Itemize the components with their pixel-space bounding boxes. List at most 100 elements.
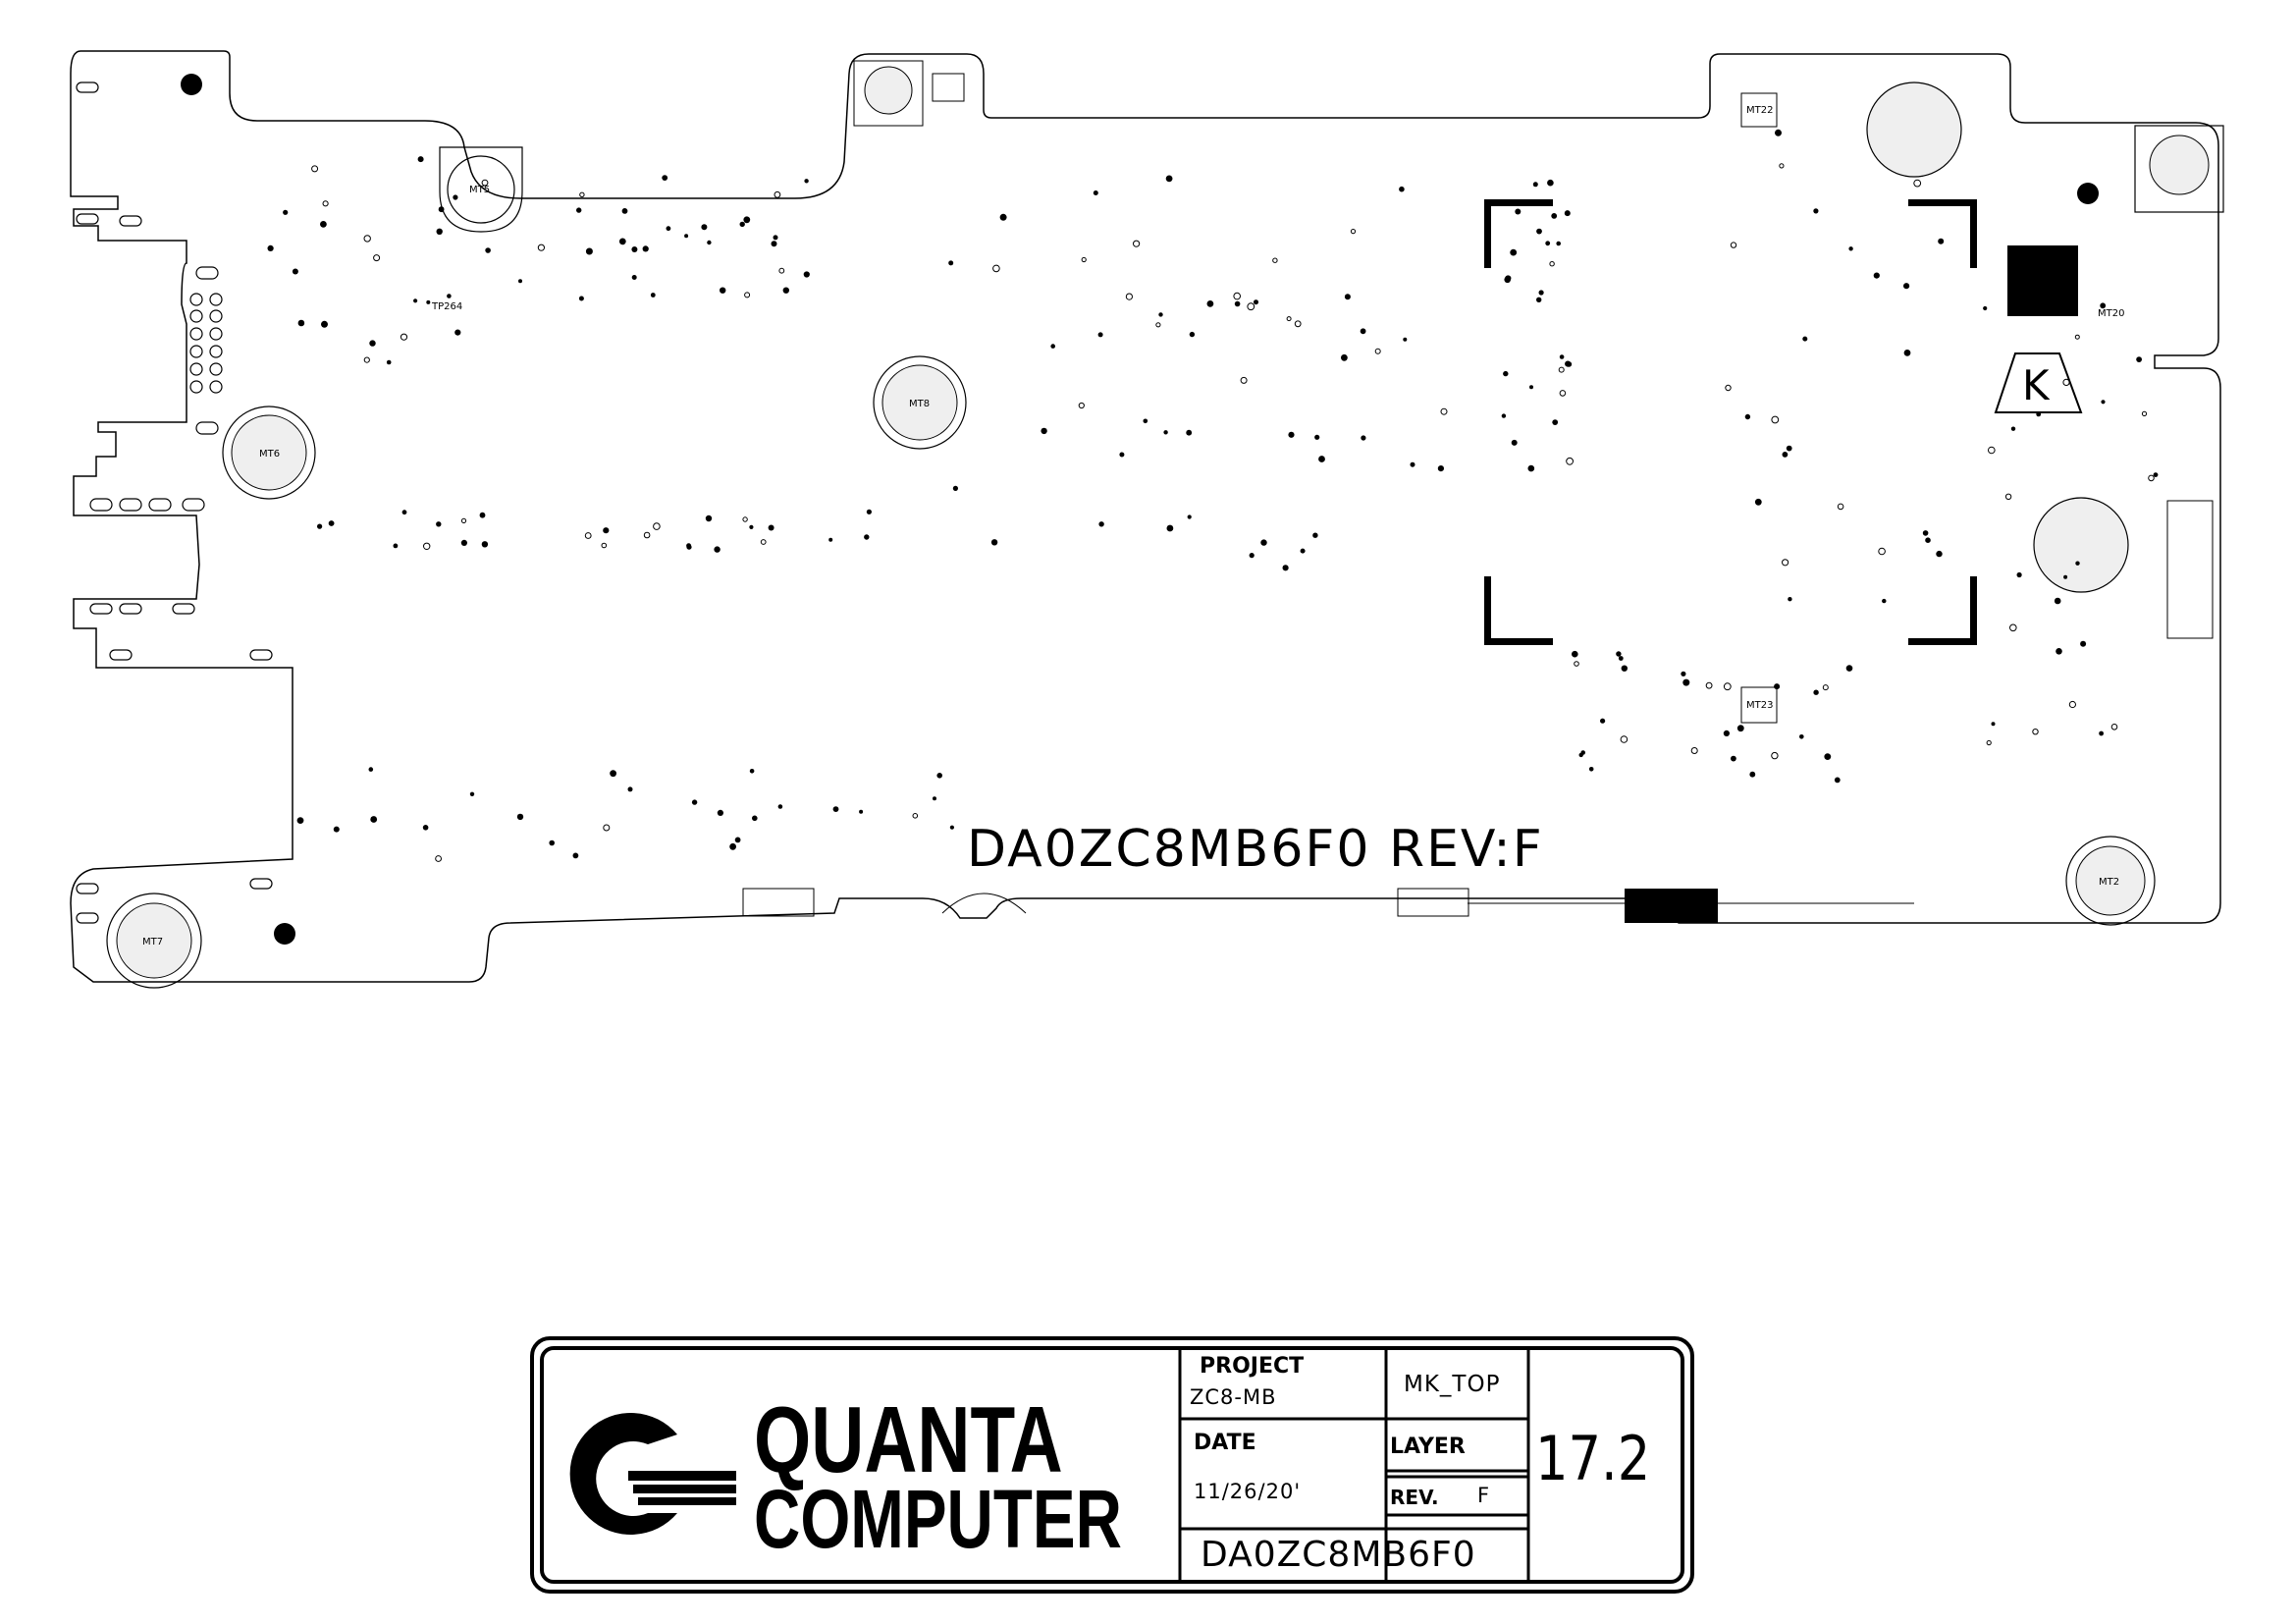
via [705,514,713,522]
via [603,824,611,832]
via [2110,724,2118,731]
via [720,287,726,294]
via [1782,559,1789,567]
via [1440,407,1448,415]
via [1536,297,1542,302]
mt22-pad [1740,92,1778,128]
via [1360,328,1366,335]
via [1786,445,1792,452]
via [1705,681,1713,689]
via [1925,537,1931,543]
via [1621,665,1629,672]
via [1233,292,1241,300]
via [803,271,810,278]
via [1547,179,1554,187]
mount-hole-mt6 [222,406,316,500]
via [1620,735,1629,743]
via [621,208,628,214]
via [684,234,689,239]
via [1564,210,1571,217]
via [1986,739,1992,746]
via [618,238,626,245]
via [1566,361,1573,367]
via [1681,671,1686,677]
rev-label: REV. [1390,1486,1439,1509]
via [771,241,777,247]
via [749,769,755,774]
project-value: ZC8-MB [1190,1385,1277,1409]
via [436,228,443,235]
via [760,539,767,545]
via [417,156,424,163]
via [1344,294,1351,300]
via [2032,729,2039,735]
via [603,527,610,534]
via [1723,682,1732,691]
via [2068,700,2076,709]
via [1361,435,1366,441]
via [393,543,399,549]
via [1837,503,1844,511]
via [1754,498,1762,506]
k-mark-icon [1994,352,2083,413]
via [778,267,785,274]
mt23-pad [1740,686,1778,724]
via [2004,493,2012,500]
via [1515,208,1522,215]
via [1341,353,1348,361]
via [2074,334,2080,340]
via [912,813,919,819]
quanta-logo-icon [569,1413,736,1535]
via [2080,640,2087,647]
via [516,813,524,821]
via [1903,350,1911,356]
via [1288,431,1295,438]
via [1538,290,1544,296]
via [426,299,431,304]
via [322,200,329,207]
via [1532,182,1538,188]
via [752,815,758,822]
via [2153,472,2159,477]
via [777,804,783,809]
via [864,534,870,540]
via [297,319,305,327]
via [653,522,661,530]
via [1503,370,1509,377]
k-mark-letter: K [2022,361,2050,409]
via [1165,175,1173,183]
via [643,531,651,539]
label-mt6: MT6 [259,449,280,460]
via [936,773,942,779]
via [320,221,327,228]
via [1913,179,1922,188]
via [859,809,864,814]
via [627,786,633,792]
via [1730,242,1737,248]
via [717,809,724,817]
via [1234,300,1241,307]
via [1163,430,1168,435]
via [572,852,579,859]
label-mt8: MT8 [909,399,930,409]
mount-hole-upper-right [1866,81,1962,178]
bottom-black-bar [1625,889,1718,923]
via-field [267,129,2159,862]
via [447,294,452,298]
via [701,224,708,231]
via [469,791,475,796]
via [1187,514,1192,519]
via [610,770,616,778]
black-fiducial-square [2007,245,2078,316]
date-label: DATE [1194,1431,1256,1455]
via [1166,524,1174,532]
via [413,298,418,303]
via [1403,337,1408,342]
via [1286,316,1292,322]
via [933,796,936,801]
via [423,542,431,550]
via [1682,678,1690,686]
via [1260,539,1267,546]
via [373,254,381,262]
via [1616,651,1622,657]
